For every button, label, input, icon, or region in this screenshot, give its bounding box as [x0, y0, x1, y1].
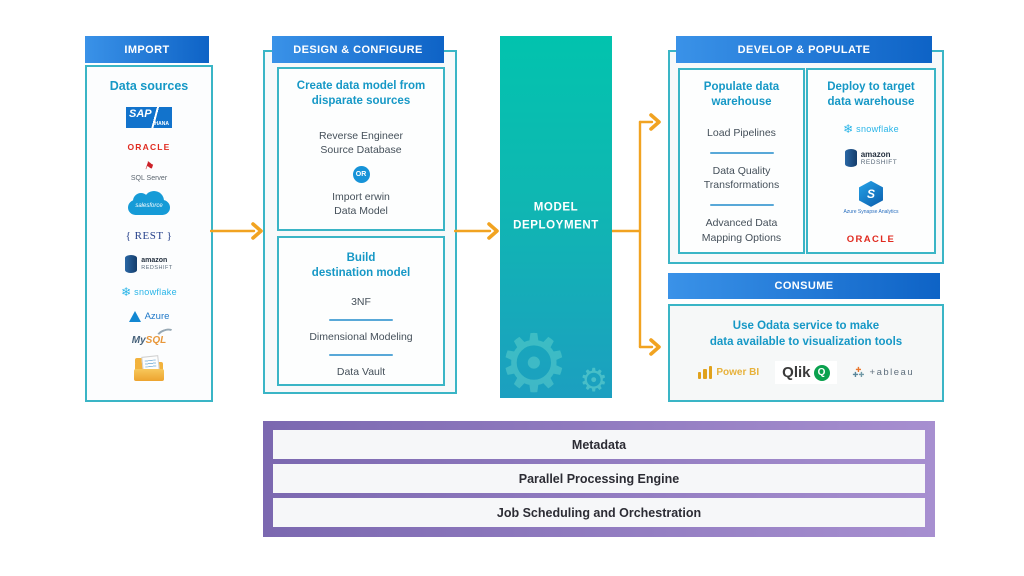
salesforce-logo: salesforce [128, 182, 170, 215]
build-destination-title-line1: Build [346, 252, 376, 264]
import-header: IMPORT [85, 36, 209, 63]
sap-hana-logo: SAP HANA [126, 93, 172, 128]
redshift-database-icon [125, 255, 138, 273]
power-bi-logo: Power BI [697, 366, 759, 380]
gear-icon: ⚙ [498, 319, 570, 408]
import-panel: Data sources SAP HANA ORACLE ⚑ SQL Serve… [85, 65, 213, 402]
power-bi-bars-icon [697, 366, 713, 380]
oracle-logo: ORACLE [127, 142, 171, 152]
consume-header: CONSUME [668, 273, 940, 299]
divider [709, 204, 774, 207]
build-item-3nf: 3NF [351, 295, 371, 308]
amazon-redshift-logo: amazon REDSHIFT [844, 148, 898, 167]
consume-title-line1: Use Odata service to make [732, 320, 880, 332]
sql-server-logo: ⚑ SQL Server [130, 159, 168, 182]
populate-item-advanced-mapping: Advanced Data Mapping Options [701, 217, 782, 244]
data-sources-title: Data sources [109, 79, 189, 93]
parallel-processing-bar: Parallel Processing Engine [273, 464, 925, 493]
model-deployment-label: MODEL DEPLOYMENT [513, 201, 599, 232]
consume-title-line2: data available to visualization tools [709, 335, 903, 348]
synapse-hexagon-icon: S [858, 180, 883, 207]
redshift-database-icon [844, 148, 857, 167]
mysql-logo: My SQL [132, 326, 178, 346]
files-folder-icon [134, 355, 164, 381]
build-item-data-vault: Data Vault [336, 366, 386, 379]
design-configure-header: DESIGN & CONFIGURE [272, 36, 444, 63]
qlik-logo: Qlik Q [775, 361, 837, 385]
oracle-logo: ORACLE [846, 233, 896, 245]
metadata-bar: Metadata [273, 430, 925, 459]
build-item-dimensional: Dimensional Modeling [309, 331, 413, 344]
build-destination-title-line2: destination model [311, 266, 411, 279]
job-scheduling-bar: Job Scheduling and Orchestration [273, 498, 925, 527]
divider [709, 152, 774, 155]
arrow-import-to-design [210, 222, 263, 240]
rest-api-label: { REST } [125, 230, 173, 242]
snowflake-icon: ❄ [121, 285, 132, 299]
arrow-deployment-branch [612, 113, 661, 356]
tableau-logo: ✚ ✚ ✚ +ableau [852, 366, 915, 379]
divider [329, 354, 393, 357]
azure-synapse-logo: S Azure Synapse Analytics [843, 180, 899, 215]
sql-server-flag-icon: ⚑ [142, 159, 156, 175]
import-erwin-option: Import erwin Data Model [332, 191, 390, 218]
populate-item-load-pipelines: Load Pipelines [707, 126, 776, 139]
azure-triangle-icon [128, 311, 141, 322]
or-badge: OR [352, 166, 370, 184]
deploy-target-title: Deploy to target data warehouse [827, 81, 915, 108]
deploy-to-target-box: Deploy to target data warehouse ❄ snowfl… [806, 68, 936, 254]
arrow-design-to-deployment [454, 222, 499, 240]
qlik-q-icon: Q [813, 364, 830, 381]
reverse-engineer-option: Reverse Engineer Source Database [318, 129, 404, 157]
salesforce-cloud-icon: salesforce [128, 191, 170, 215]
azure-logo: Azure [128, 311, 169, 322]
platform-container: Metadata Parallel Processing Engine Job … [263, 421, 935, 537]
consume-box: Use Odata service to make data available… [668, 304, 944, 402]
develop-populate-header: DEVELOP & POPULATE [676, 36, 932, 63]
create-data-model-box: Create data model from disparate sources… [277, 67, 445, 231]
model-deployment-bar: MODEL DEPLOYMENT ⚙ ⚙ [498, 36, 612, 404]
tableau-cross-icon: ✚ ✚ ✚ [852, 366, 865, 379]
create-data-model-title: Create data model from disparate sources [296, 80, 426, 107]
populate-data-warehouse-box: Populate data warehouse Load Pipelines D… [678, 68, 805, 254]
build-destination-model-box: Build destination model 3NF Dimensional … [277, 236, 445, 386]
snowflake-logo: ❄ snowflake [843, 121, 899, 136]
gear-icon: ⚙ [579, 362, 608, 398]
snowflake-icon: ❄ [843, 121, 854, 136]
sap-logo-shape: SAP HANA [126, 107, 172, 128]
divider [329, 319, 393, 322]
snowflake-logo: ❄ snowflake [121, 285, 177, 299]
populate-warehouse-title: Populate data warehouse [703, 81, 780, 108]
amazon-redshift-logo: amazon REDSHIFT [125, 255, 173, 273]
populate-item-data-quality: Data Quality Transformations [703, 165, 780, 192]
